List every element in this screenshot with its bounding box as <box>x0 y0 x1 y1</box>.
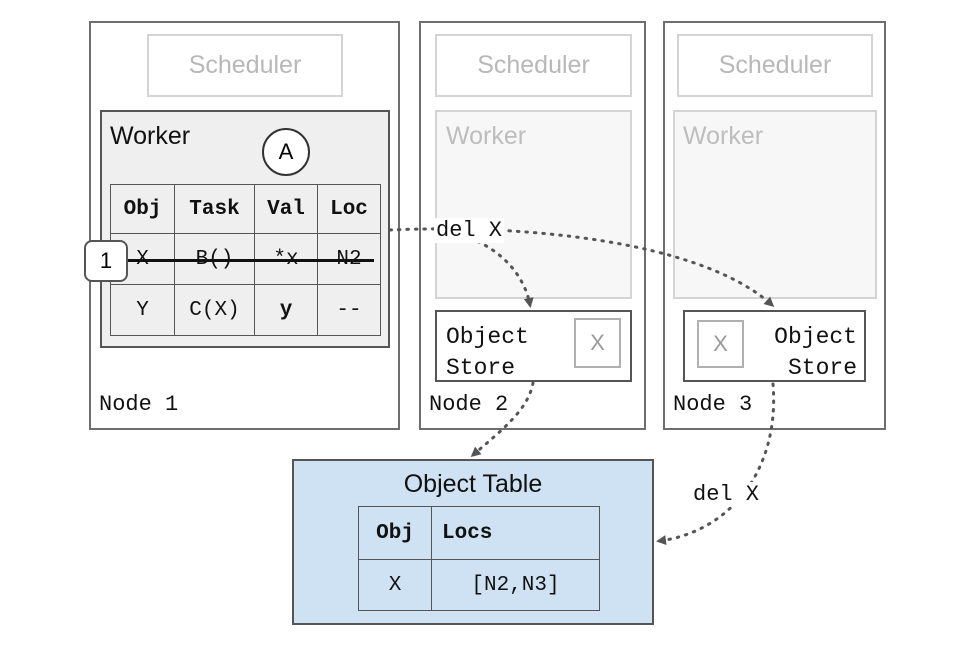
del-message-to-table: del X <box>691 482 762 507</box>
arrow-node2-to-table <box>470 381 535 457</box>
object-store-line-1: Object <box>446 324 529 350</box>
object-table-title: Object Table <box>403 470 543 498</box>
node-1-task-table: Obj Task Val Loc X B() *x N2 Y C(X) y -- <box>110 184 381 336</box>
scheduler-label: Scheduler <box>718 51 832 79</box>
row-2-obj: Y <box>110 284 175 336</box>
node-3-scheduler: Scheduler <box>677 34 873 97</box>
node-2-stored-object: X <box>574 318 621 368</box>
arrow-worker-to-node3 <box>388 227 775 308</box>
header-val: Val <box>254 184 318 234</box>
node-2-object-store-label: Object Store <box>446 322 529 384</box>
object-store-line-2: Store <box>787 355 857 381</box>
arrow-node3-to-table <box>656 382 776 546</box>
worker-a-label: A <box>278 139 294 164</box>
step-1-label: 1 <box>99 248 113 273</box>
node-3-worker <box>673 110 877 299</box>
row-2-val: y <box>254 284 318 336</box>
del-message-to-workers: del X <box>434 218 505 243</box>
stored-object-label: X <box>590 330 605 355</box>
node-3-object-store <box>683 310 866 382</box>
node-1-worker-label: Worker <box>110 122 191 150</box>
object-store-line-2: Store <box>446 355 516 381</box>
scheduler-label: Scheduler <box>188 51 302 79</box>
node-3-label: Node 3 <box>673 392 753 417</box>
object-table-header: Obj Locs <box>358 506 600 560</box>
ot-row-obj: X <box>358 559 432 611</box>
node-2-worker <box>435 110 632 299</box>
node-3-stored-object: X <box>697 320 744 368</box>
node-2-object-store <box>435 310 632 382</box>
object-table-grid: Obj Locs X [N2,N3] <box>358 506 600 611</box>
ot-row-locs: [N2,N3] <box>431 559 600 611</box>
node-1-label: Node 1 <box>99 392 179 417</box>
node-1-scheduler: Scheduler <box>147 34 343 97</box>
node-2-label: Node 2 <box>429 392 509 417</box>
table-row: Y C(X) y -- <box>110 284 381 336</box>
step-1-badge: 1 <box>84 240 128 282</box>
node-2-worker-label: Worker <box>446 122 527 150</box>
object-store-line-1: Object <box>774 324 857 350</box>
row-2-task: C(X) <box>174 284 255 336</box>
row-2-loc: -- <box>317 284 381 336</box>
row-1-strikethrough <box>110 259 374 262</box>
node-3-object-store-label: Object Store <box>754 322 857 384</box>
scheduler-label: Scheduler <box>477 51 590 79</box>
ot-header-obj: Obj <box>358 506 432 560</box>
ot-header-locs: Locs <box>431 506 600 560</box>
stored-object-label: X <box>713 331 728 356</box>
arrow-worker-to-node2 <box>468 236 534 308</box>
node-3-worker-label: Worker <box>683 122 764 150</box>
table-row: X [N2,N3] <box>358 559 600 611</box>
worker-a-circle: A <box>262 128 310 176</box>
node-2-scheduler: Scheduler <box>435 34 632 97</box>
